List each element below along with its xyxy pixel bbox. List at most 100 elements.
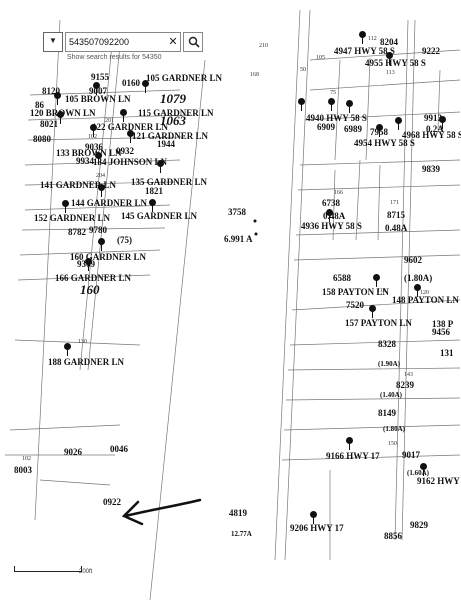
address-pin[interactable] <box>98 184 105 197</box>
road-edge <box>401 19 416 541</box>
search-input[interactable] <box>65 32 181 52</box>
search-button[interactable] <box>183 32 203 52</box>
address-label[interactable]: 4955 HWY 58 S <box>365 58 426 68</box>
address-pin[interactable] <box>310 511 317 524</box>
parcel-id: 9913 <box>424 113 442 123</box>
address-label[interactable]: 4940 HWY 58 S <box>306 113 367 123</box>
parcel-id: 9007 <box>89 86 107 96</box>
address-pin[interactable] <box>395 117 402 130</box>
address-label[interactable]: 157 PAYTON LN <box>345 318 412 328</box>
address-label[interactable]: 145 GARDNER LN <box>121 211 198 221</box>
lot-number: 166 <box>334 190 343 196</box>
address-pin[interactable] <box>57 111 64 124</box>
address-pin[interactable] <box>90 124 97 137</box>
address-label[interactable]: 122 GARDNER LN <box>92 122 169 132</box>
lot-number: 210 <box>259 43 268 49</box>
address-label[interactable]: 9206 HWY 17 <box>290 523 344 533</box>
address-label[interactable]: 4947 HWY 58 S <box>334 46 395 56</box>
address-label[interactable]: 105 BROWN LN <box>65 94 131 104</box>
address-label[interactable]: 105 GARDNER LN <box>146 73 223 83</box>
address-label[interactable]: 4968 HWY 58 S <box>402 130 461 140</box>
address-pin[interactable] <box>127 130 134 143</box>
address-pin[interactable] <box>149 199 156 212</box>
address-label[interactable]: 188 GARDNER LN <box>48 357 125 367</box>
address-label[interactable]: 134 JOHNSON LN <box>93 157 168 167</box>
address-label[interactable]: 138 P <box>432 319 454 329</box>
address-label[interactable]: 148 PAYTON LN <box>392 295 459 305</box>
parcel-id: 8149 <box>378 408 396 418</box>
acreage-label: 0.48A <box>385 223 408 233</box>
parcel-id: 9602 <box>404 255 422 265</box>
close-icon: ✕ <box>168 36 178 48</box>
parcel-id: 8204 <box>380 37 398 47</box>
address-pin[interactable] <box>373 274 380 287</box>
parcel-id: 1063 <box>160 113 186 128</box>
address-label[interactable]: 141 GARDNER LN <box>40 180 117 190</box>
lot-number: 201 <box>105 118 114 124</box>
address-pin[interactable] <box>120 109 127 122</box>
address-pin[interactable] <box>439 116 446 129</box>
parcel-id: 0932 <box>116 146 134 156</box>
address-pin[interactable] <box>420 463 427 476</box>
address-pin[interactable] <box>359 31 366 44</box>
address-label[interactable]: 152 GARDNER LN <box>34 213 111 223</box>
address-pin[interactable] <box>346 437 353 450</box>
search-suggestion[interactable]: Show search results for 54350 <box>67 54 162 61</box>
parcel-id: 8003 <box>14 465 32 475</box>
lot-number: 150 <box>388 441 397 447</box>
search-options-button[interactable]: ▼ <box>43 32 63 52</box>
clear-search-button[interactable]: ✕ <box>167 34 179 50</box>
parcel-id: 9155 <box>91 72 109 82</box>
address-label[interactable]: 144 GARDNER LN <box>71 198 148 208</box>
arrow-annotation <box>121 498 202 526</box>
lot-number: 112 <box>368 36 377 42</box>
acreage-label: 0.2A <box>426 124 444 134</box>
address-label[interactable]: 115 GARDNER LN <box>138 108 214 118</box>
address-pin[interactable] <box>93 82 100 95</box>
address-pin[interactable] <box>54 92 61 105</box>
acreage-label: (1.60A) <box>407 469 429 477</box>
address-pin[interactable] <box>328 98 335 111</box>
lot-number: 102 <box>88 134 97 140</box>
road-edge <box>34 19 61 521</box>
address-pin[interactable] <box>98 238 105 251</box>
address-label[interactable]: 166 GARDNER LN <box>55 273 132 283</box>
address-pin[interactable] <box>414 284 421 297</box>
parcel-id: 1079 <box>160 91 186 106</box>
lot-number: 120 <box>420 290 429 296</box>
parcel-id: 8120 <box>42 86 60 96</box>
address-pin[interactable] <box>369 305 376 318</box>
address-pin[interactable] <box>298 98 305 111</box>
road-edge <box>394 19 409 541</box>
lot-number: 130 <box>78 339 87 345</box>
address-pin[interactable] <box>64 343 71 356</box>
address-pin[interactable] <box>142 80 149 93</box>
parcel-id: 86 <box>35 100 44 110</box>
address-pin[interactable] <box>157 160 164 173</box>
address-pin[interactable] <box>326 209 333 222</box>
address-pin[interactable] <box>95 152 102 165</box>
address-label[interactable]: 9162 HWY <box>417 476 460 486</box>
address-label[interactable]: 133 BROWN LN <box>56 148 122 158</box>
address-pin[interactable] <box>85 258 92 271</box>
address-pin[interactable] <box>62 200 69 213</box>
address-pin[interactable] <box>376 124 383 137</box>
parcel-id: 8328 <box>378 339 396 349</box>
address-label[interactable]: 4936 HWY 58 S <box>301 221 362 231</box>
address-label[interactable]: 121 GARDNER LN <box>132 131 209 141</box>
address-pin[interactable] <box>386 52 393 65</box>
address-label[interactable]: 4954 HWY 58 S <box>354 138 415 148</box>
lot-number: 102 <box>22 456 31 462</box>
address-label[interactable]: 158 PAYTON LN <box>322 287 389 297</box>
address-label[interactable]: 135 GARDNER LN <box>131 177 208 187</box>
parcel-id: 9222 <box>422 46 440 56</box>
address-pin[interactable] <box>346 100 353 113</box>
scale-bar <box>14 566 82 572</box>
lot-number: 75 <box>330 90 336 96</box>
address-label[interactable]: 9166 HWY 17 <box>326 451 380 461</box>
address-label[interactable]: 160 GARDNER LN <box>70 252 147 262</box>
parcel-id: 9780 <box>89 225 107 235</box>
parcel-id: 6909 <box>317 122 335 132</box>
parcel-id: 1821 <box>145 186 163 196</box>
